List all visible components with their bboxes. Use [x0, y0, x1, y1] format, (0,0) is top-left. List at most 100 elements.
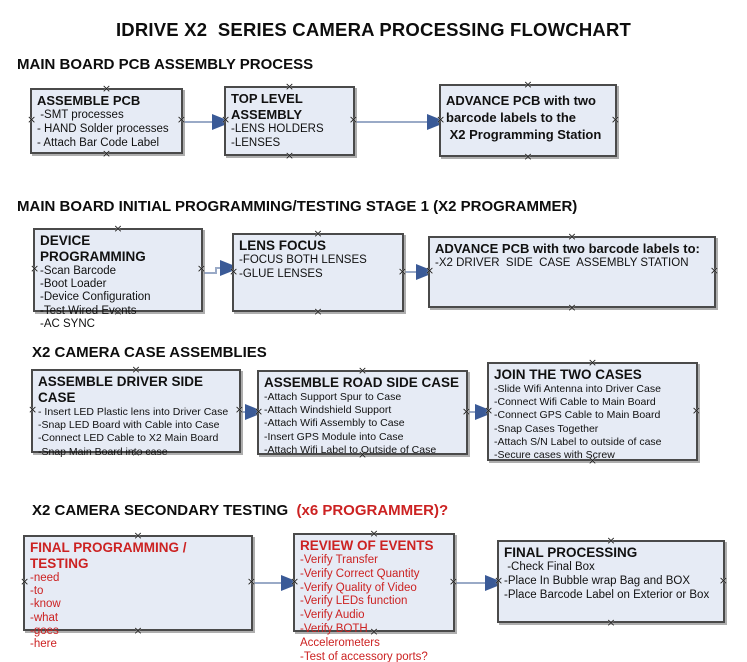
- box-item: -Attach Support Spur to Case: [264, 391, 402, 403]
- box-title: ASSEMBLE PCB: [37, 93, 141, 108]
- connection-point-icon: ×: [606, 616, 616, 629]
- connection-point-icon: ×: [131, 363, 141, 376]
- box-item: -Verify BOTH Accelerometers: [300, 622, 380, 649]
- connection-point-icon: ×: [448, 574, 458, 588]
- connection-point-icon: ×: [229, 264, 239, 278]
- connection-point-icon: ×: [221, 113, 231, 126]
- box-title: FINAL PROGRAMMING / TESTING: [30, 540, 191, 571]
- box-item: -AC SYNC: [40, 317, 95, 330]
- box-item: -X2 DRIVER SIDE CASE ASSEMBLY STATION: [435, 257, 689, 269]
- box-item: -Connect Wifi Cable to Main Board: [494, 396, 656, 409]
- box-title: TOP LEVEL ASSEMBLY: [231, 91, 306, 122]
- connection-point-icon: ×: [284, 80, 295, 93]
- connection-point-icon: ×: [113, 222, 123, 235]
- flow-box-device-programming[interactable]: DEVICE PROGRAMMING -Scan Barcode -Boot L…: [30, 222, 206, 330]
- connection-point-icon: ×: [284, 149, 295, 162]
- box-item: -know: [30, 598, 61, 611]
- connection-point-icon: ×: [234, 403, 244, 416]
- connector-arrow-elbow[interactable]: [204, 260, 240, 276]
- box-item: -Snap Cases Together: [494, 422, 599, 435]
- box-item: -Attach S/N Label to outside of case: [494, 435, 662, 448]
- connection-point-icon: ×: [176, 113, 186, 126]
- section-heading-initial-programming: MAIN BOARD INITIAL PROGRAMMING/TESTING S…: [17, 198, 578, 215]
- box-item: -Verify Transfer: [300, 554, 378, 566]
- box-item: - Insert LED Plastic lens into Driver Ca…: [38, 406, 229, 418]
- flow-box-top-level-assembly[interactable]: TOP LEVEL ASSEMBLY -LENS HOLDERS -LENSES…: [221, 80, 358, 161]
- connection-point-icon: ×: [246, 575, 256, 588]
- flow-box-final-programming-testing[interactable]: FINAL PROGRAMMING / TESTING -need -to -k…: [20, 529, 256, 650]
- connection-point-icon: ×: [254, 404, 264, 418]
- box-item: -LENSES: [231, 136, 281, 149]
- flow-box-assemble-road-side-case[interactable]: ASSEMBLE ROAD SIDE CASE -Attach Support …: [254, 364, 471, 460]
- box-item: -Scan Barcode: [40, 265, 117, 277]
- connection-point-icon: ×: [610, 112, 620, 126]
- box-item: -Verify LEDs function: [300, 595, 408, 608]
- box-item: -Test Wired Events: [40, 304, 137, 317]
- box-item: -Verify Audio: [300, 609, 365, 622]
- box-item: -Slide Wifi Antenna into Driver Case: [494, 383, 661, 395]
- box-item: -Verify Quality of Video: [300, 581, 417, 594]
- box-title: REVIEW OF EVENTS: [300, 538, 434, 553]
- page-title: IDRIVE X2 SERIES CAMERA PROCESSING FLOWC…: [115, 19, 632, 40]
- connection-point-icon: ×: [313, 227, 323, 240]
- flow-box-lens-focus[interactable]: LENS FOCUS -FOCUS BOTH LENSES -GLUE LENS…: [229, 227, 407, 317]
- box-item: -Attach Windshield Support: [264, 404, 392, 417]
- flow-box-advance-pcb-programming-station[interactable]: ADVANCE PCB with two barcode labels to t…: [436, 78, 620, 162]
- connection-point-icon: ×: [691, 403, 701, 417]
- connection-point-icon: ×: [567, 301, 577, 314]
- section-heading-secondary-testing: X2 CAMERA SECONDARY TESTING (x6 PROGRAMM…: [32, 502, 448, 519]
- box-item: -to: [30, 585, 44, 598]
- box-item: -Place In Bubble wrap Bag and BOX: [504, 574, 691, 587]
- section-heading-case-assemblies: X2 CAMERA CASE ASSEMBLIES: [32, 344, 267, 361]
- connection-point-icon: ×: [436, 112, 446, 126]
- box-item: -goes: [30, 624, 59, 637]
- flow-box-assemble-driver-side-case[interactable]: ASSEMBLE DRIVER SIDE CASE - Insert LED P…: [28, 363, 244, 458]
- connection-point-icon: ×: [425, 264, 435, 277]
- connection-point-icon: ×: [397, 264, 407, 278]
- flow-box-advance-pcb-driver-side[interactable]: ADVANCE PCB with two barcode labels to: …: [425, 230, 719, 313]
- connection-point-icon: ×: [709, 264, 719, 277]
- connection-point-icon: ×: [567, 230, 577, 243]
- box-item: -Connect LED Cable to X2 Main Board: [38, 432, 219, 445]
- connection-point-icon: ×: [196, 262, 206, 275]
- connection-point-icon: ×: [133, 529, 143, 542]
- connection-point-icon: ×: [461, 404, 471, 418]
- box-title: ASSEMBLE ROAD SIDE CASE: [264, 375, 460, 390]
- box-item: -Connect GPS Cable to Main Board: [494, 409, 661, 422]
- box-title: JOIN THE TWO CASES: [494, 367, 642, 382]
- connection-point-icon: ×: [357, 364, 368, 377]
- connection-point-icon: ×: [587, 356, 598, 369]
- connection-point-icon: ×: [494, 573, 504, 587]
- box-item: -Device Configuration: [40, 291, 151, 304]
- connection-point-icon: ×: [313, 305, 323, 318]
- box-item: -Insert GPS Module into Case: [264, 430, 404, 443]
- box-item: -Snap LED Board with Cable into Case: [38, 419, 220, 432]
- connection-point-icon: ×: [606, 534, 616, 547]
- connection-point-icon: ×: [101, 82, 112, 95]
- connection-point-icon: ×: [290, 574, 300, 588]
- box-title: DEVICE PROGRAMMING: [40, 233, 146, 264]
- section-heading-black-part: X2 CAMERA SECONDARY TESTING: [32, 502, 297, 519]
- connection-point-icon: ×: [484, 403, 494, 417]
- flow-box-final-processing[interactable]: FINAL PROCESSING -Check Final Box -Place…: [494, 534, 728, 628]
- flow-box-assemble-pcb[interactable]: ASSEMBLE PCB -SMT processes - HAND Solde…: [27, 82, 186, 159]
- flow-box-review-of-events[interactable]: REVIEW OF EVENTS -Verify Transfer -Verif…: [290, 528, 458, 662]
- box-title: ADVANCE PCB with two barcode labels to:: [435, 241, 700, 256]
- flow-box-join-the-two-cases[interactable]: JOIN THE TWO CASES -Slide Wifi Antenna i…: [484, 356, 701, 466]
- box-item: -Attach Wifi Label to Outside of Case: [264, 443, 437, 456]
- connection-point-icon: ×: [523, 78, 533, 91]
- box-item: -Attach Wifi Assembly to Case: [264, 417, 405, 430]
- box-item: -Boot Loader: [40, 278, 107, 291]
- box-item: -Place Barcode Label on Exterior or Box: [504, 588, 710, 601]
- connection-point-icon: ×: [348, 113, 358, 126]
- box-item: -Check Final Box: [504, 561, 595, 573]
- box-item: - HAND Solder processes: [37, 122, 169, 135]
- box-item: -FOCUS BOTH LENSES: [239, 254, 367, 266]
- connection-point-icon: ×: [27, 113, 37, 126]
- box-item: -SMT processes: [37, 109, 124, 121]
- box-item: -Test of accessory ports?: [300, 650, 428, 662]
- box-item: -Secure cases with Screw: [494, 449, 615, 462]
- connection-point-icon: ×: [718, 573, 728, 587]
- box-item: -here: [30, 638, 57, 651]
